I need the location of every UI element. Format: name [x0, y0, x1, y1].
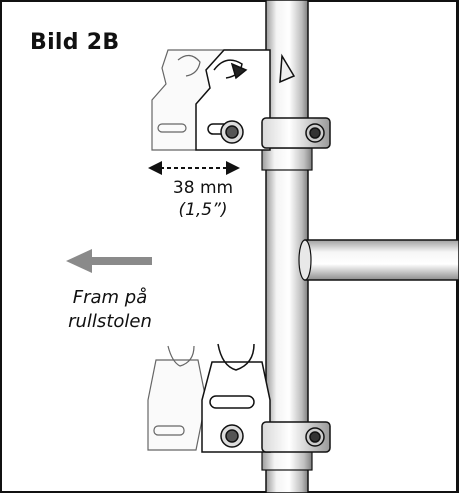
horizontal-tube — [298, 239, 459, 281]
measurement-mm-label: 38 mm — [172, 178, 234, 198]
top-clamp — [261, 117, 331, 149]
bottom-clamp — [261, 421, 331, 453]
forward-arrow-icon — [66, 249, 152, 273]
bottom-bracket-ghost — [147, 345, 207, 451]
figure-title: Bild 2B — [30, 30, 120, 55]
direction-label-line2: rullstolen — [68, 311, 152, 332]
bottom-bracket — [201, 343, 271, 453]
top-bracket — [195, 49, 296, 151]
direction-label-line1: Fram på — [72, 287, 148, 308]
dimension-arrow — [148, 161, 240, 175]
measurement-inch-label: (1,5”) — [178, 200, 228, 220]
